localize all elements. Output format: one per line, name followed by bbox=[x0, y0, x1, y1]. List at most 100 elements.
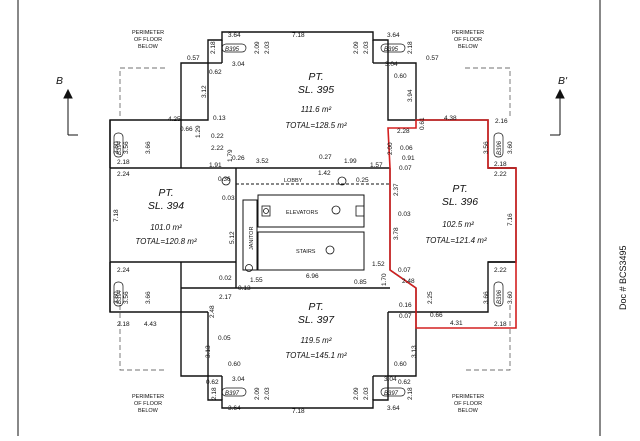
svg-text:B394: B394 bbox=[117, 289, 123, 304]
svg-text:3.78: 3.78 bbox=[393, 227, 400, 240]
dimension-labels-vertical: 2.18 2.09 2.03 2.09 2.03 2.18 3.12 3.94 … bbox=[113, 41, 514, 400]
svg-text:2.00: 2.00 bbox=[387, 142, 394, 155]
svg-text:3.66: 3.66 bbox=[145, 291, 152, 304]
svg-text:3.13: 3.13 bbox=[205, 345, 212, 358]
svg-text:3.60: 3.60 bbox=[113, 291, 120, 304]
svg-text:2.18: 2.18 bbox=[494, 161, 507, 168]
svg-text:2.18: 2.18 bbox=[211, 387, 218, 400]
svg-text:BELOW: BELOW bbox=[138, 44, 159, 50]
svg-text:3.56: 3.56 bbox=[483, 141, 490, 154]
svg-text:2.22: 2.22 bbox=[211, 145, 224, 152]
svg-text:2.03: 2.03 bbox=[264, 41, 271, 54]
svg-text:4.31: 4.31 bbox=[450, 320, 463, 327]
lobby-label: LOBBY bbox=[284, 178, 303, 184]
svg-text:OF FLOOR: OF FLOOR bbox=[454, 37, 482, 43]
svg-text:0.60: 0.60 bbox=[394, 73, 407, 80]
svg-text:1.70: 1.70 bbox=[381, 273, 388, 286]
svg-text:BELOW: BELOW bbox=[458, 44, 479, 50]
svg-text:1.99: 1.99 bbox=[344, 158, 357, 165]
svg-text:0.57: 0.57 bbox=[426, 55, 439, 62]
svg-text:B396: B396 bbox=[497, 140, 503, 155]
svg-text:SL. 395: SL. 395 bbox=[298, 84, 334, 96]
svg-text:OF FLOOR: OF FLOOR bbox=[134, 37, 162, 43]
svg-text:SL. 394: SL. 394 bbox=[148, 200, 184, 212]
svg-text:7.18: 7.18 bbox=[113, 209, 120, 222]
svg-text:PT.: PT. bbox=[158, 187, 173, 199]
svg-text:0.06: 0.06 bbox=[400, 145, 413, 152]
svg-text:2.09: 2.09 bbox=[353, 387, 360, 400]
svg-text:4.38: 4.38 bbox=[444, 115, 457, 122]
svg-text:PERIMETER: PERIMETER bbox=[452, 394, 484, 400]
svg-text:BELOW: BELOW bbox=[138, 408, 159, 414]
section-mark-left bbox=[63, 88, 78, 136]
svg-text:2.22: 2.22 bbox=[494, 171, 507, 178]
svg-text:PT.: PT. bbox=[308, 71, 323, 83]
svg-text:0.05: 0.05 bbox=[218, 335, 231, 342]
svg-text:0.13: 0.13 bbox=[213, 115, 226, 122]
svg-text:3.52: 3.52 bbox=[256, 158, 269, 165]
svg-text:2.18: 2.18 bbox=[407, 387, 414, 400]
svg-text:2.18: 2.18 bbox=[494, 321, 507, 328]
svg-text:0.03: 0.03 bbox=[222, 195, 235, 202]
svg-text:7.18: 7.18 bbox=[292, 408, 305, 415]
svg-text:0.02: 0.02 bbox=[219, 275, 232, 282]
svg-text:102.5 m²: 102.5 m² bbox=[442, 220, 474, 229]
svg-text:1.42: 1.42 bbox=[318, 170, 331, 177]
storage-tags bbox=[113, 43, 504, 397]
svg-text:3.64: 3.64 bbox=[228, 405, 241, 412]
storage-tag-labels: B395 B395 B394 B396 B394 B396 B397 B397 bbox=[117, 47, 503, 397]
svg-text:2.37: 2.37 bbox=[393, 183, 400, 196]
svg-text:0.62: 0.62 bbox=[398, 379, 411, 386]
svg-text:OF FLOOR: OF FLOOR bbox=[134, 401, 162, 407]
parcel-395-label: PT. SL. 395 111.6 m² TOTAL=128.5 m² bbox=[285, 71, 347, 130]
svg-text:7.16: 7.16 bbox=[507, 213, 514, 226]
svg-text:0.36: 0.36 bbox=[218, 176, 231, 183]
svg-text:3.60: 3.60 bbox=[507, 291, 514, 304]
svg-text:3.94: 3.94 bbox=[407, 89, 414, 102]
section-label-right: B' bbox=[558, 75, 568, 87]
svg-text:119.5 m²: 119.5 m² bbox=[301, 336, 332, 345]
svg-text:1.91: 1.91 bbox=[209, 162, 222, 169]
svg-text:3.60: 3.60 bbox=[507, 141, 514, 154]
svg-text:1.57: 1.57 bbox=[370, 162, 383, 169]
svg-text:2.24: 2.24 bbox=[117, 267, 130, 274]
janitor-label: JANITOR bbox=[249, 227, 255, 250]
svg-text:SL. 396: SL. 396 bbox=[442, 196, 478, 208]
svg-text:2.48: 2.48 bbox=[209, 305, 216, 318]
svg-text:3.64: 3.64 bbox=[387, 405, 400, 412]
svg-text:0.62: 0.62 bbox=[206, 379, 219, 386]
elevators-label: ELEVATORS bbox=[286, 210, 318, 216]
svg-text:0.13: 0.13 bbox=[238, 285, 251, 292]
parcel-394-label: PT. SL. 394 101.0 m² TOTAL=120.8 m² bbox=[135, 187, 197, 246]
svg-text:3.64: 3.64 bbox=[387, 32, 400, 39]
svg-text:0.07: 0.07 bbox=[399, 313, 412, 320]
svg-text:5.12: 5.12 bbox=[229, 231, 236, 244]
svg-text:0.62: 0.62 bbox=[209, 69, 222, 76]
svg-text:3.64: 3.64 bbox=[228, 32, 241, 39]
svg-text:2.24: 2.24 bbox=[117, 171, 130, 178]
svg-text:0.07: 0.07 bbox=[399, 165, 412, 172]
svg-text:0.27: 0.27 bbox=[319, 154, 332, 161]
svg-text:PT.: PT. bbox=[452, 183, 467, 195]
parcel-396-label: PT. SL. 396 102.5 m² TOTAL=121.4 m² bbox=[425, 183, 487, 245]
stairs-label: STAIRS bbox=[296, 249, 316, 255]
perimeter-note-tr: PERIMETER OF FLOOR BELOW bbox=[452, 30, 484, 50]
svg-text:SL. 397: SL. 397 bbox=[298, 314, 335, 326]
svg-text:1.29: 1.29 bbox=[195, 125, 202, 138]
svg-text:3.66: 3.66 bbox=[145, 141, 152, 154]
svg-text:TOTAL=121.4 m²: TOTAL=121.4 m² bbox=[425, 236, 487, 245]
svg-text:3.04: 3.04 bbox=[232, 61, 245, 68]
svg-text:B395: B395 bbox=[225, 47, 240, 53]
svg-text:B394: B394 bbox=[117, 140, 123, 155]
svg-text:111.6 m²: 111.6 m² bbox=[301, 105, 332, 114]
svg-text:0.57: 0.57 bbox=[187, 55, 200, 62]
svg-text:TOTAL=128.5 m²: TOTAL=128.5 m² bbox=[285, 121, 347, 130]
svg-text:1.79: 1.79 bbox=[227, 149, 234, 162]
svg-text:2.22: 2.22 bbox=[494, 267, 507, 274]
svg-text:2.18: 2.18 bbox=[117, 159, 130, 166]
unit-396-highlight bbox=[387, 119, 517, 329]
svg-text:PERIMETER: PERIMETER bbox=[452, 30, 484, 36]
svg-text:2.09: 2.09 bbox=[254, 387, 261, 400]
svg-text:2.18: 2.18 bbox=[407, 41, 414, 54]
